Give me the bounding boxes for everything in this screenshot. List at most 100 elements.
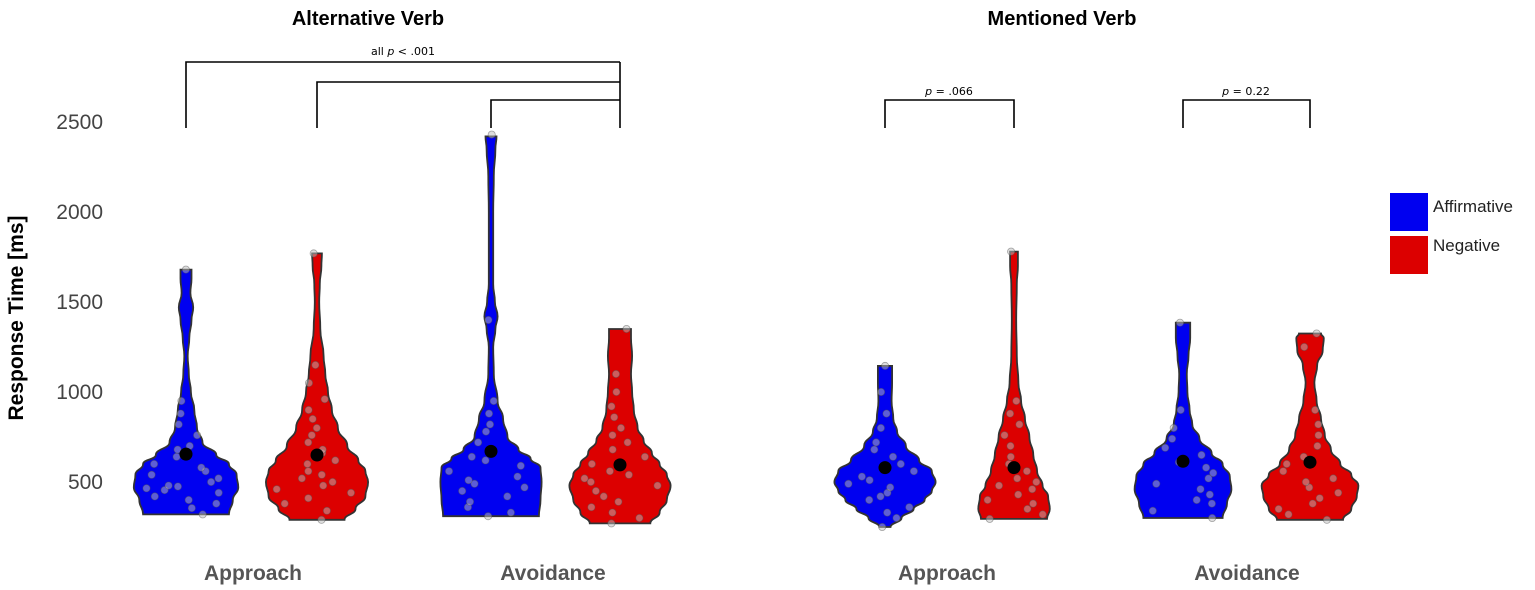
data-point — [184, 495, 193, 504]
data-point — [322, 506, 331, 515]
data-point — [484, 512, 493, 521]
data-point — [612, 369, 621, 378]
data-point — [198, 510, 207, 519]
data-point — [865, 476, 874, 485]
data-point — [1308, 499, 1317, 508]
data-point — [586, 477, 595, 486]
significance-brackets — [185, 61, 1311, 128]
data-point — [1029, 499, 1038, 508]
data-point — [608, 508, 617, 517]
data-point — [617, 423, 626, 432]
mean-marker — [1007, 461, 1021, 475]
y-tick-label: 500 — [68, 471, 103, 494]
data-point — [212, 499, 221, 508]
violin-approach-negative — [264, 252, 370, 521]
data-point — [1000, 431, 1009, 440]
violin-avoidance-affirmative — [439, 135, 543, 518]
data-point — [1012, 396, 1021, 405]
data-point — [905, 503, 914, 512]
data-point — [272, 485, 281, 494]
data-point — [865, 495, 874, 504]
data-point — [995, 481, 1004, 490]
data-point — [1313, 441, 1322, 450]
data-point — [909, 467, 918, 476]
violin-avoidance-affirmative — [1133, 321, 1233, 519]
mean-marker — [1176, 454, 1190, 468]
legend: Affirmative Negative — [1390, 193, 1513, 274]
data-point — [304, 494, 313, 503]
y-tick-label: 2500 — [56, 111, 103, 134]
data-point — [608, 431, 617, 440]
data-point — [881, 361, 890, 370]
data-point — [1322, 515, 1331, 524]
data-point — [876, 492, 885, 501]
data-point — [304, 438, 313, 447]
data-point — [458, 486, 467, 495]
data-point — [1176, 318, 1185, 327]
data-point — [870, 445, 879, 454]
data-point — [484, 409, 493, 418]
data-point — [1314, 420, 1323, 429]
data-point — [1006, 441, 1015, 450]
data-point — [464, 476, 473, 485]
data-point — [303, 459, 312, 468]
y-tick-label: 2000 — [56, 201, 103, 224]
data-point — [311, 360, 320, 369]
data-point — [623, 438, 632, 447]
data-point — [889, 452, 898, 461]
data-point — [878, 523, 887, 532]
y-tick-label: 1500 — [56, 291, 103, 314]
data-point — [1314, 431, 1323, 440]
data-point — [640, 452, 649, 461]
data-point — [1168, 434, 1177, 443]
data-point — [142, 484, 151, 493]
data-point — [307, 431, 316, 440]
data-point — [1007, 247, 1016, 256]
significance-label-mentioned-approach: p = .066 — [924, 85, 973, 98]
data-point — [605, 467, 614, 476]
data-point — [481, 427, 490, 436]
data-point — [607, 402, 616, 411]
category-label-approach-mentioned: Approach — [898, 562, 996, 585]
legend-swatch-affirmative — [1390, 193, 1428, 231]
data-point — [319, 481, 328, 490]
data-point — [467, 452, 476, 461]
data-point — [304, 405, 313, 414]
data-point — [653, 481, 662, 490]
data-point — [444, 467, 453, 476]
data-point — [489, 396, 498, 405]
data-point — [872, 438, 881, 447]
data-point — [328, 477, 337, 486]
data-point — [599, 492, 608, 501]
data-point — [983, 495, 992, 504]
data-point — [892, 514, 901, 523]
violin-avoidance-negative — [1260, 332, 1360, 521]
data-point — [1161, 443, 1170, 452]
mean-marker — [878, 461, 892, 475]
data-point — [308, 414, 317, 423]
data-point — [516, 461, 525, 470]
bracket-approach-negative — [316, 81, 620, 128]
data-point — [1148, 506, 1157, 515]
data-point — [506, 508, 515, 517]
mean-marker — [1303, 455, 1317, 469]
data-point — [1312, 329, 1321, 338]
data-point — [174, 420, 183, 429]
data-point — [587, 459, 596, 468]
data-point — [1334, 488, 1343, 497]
category-label-approach-alternative: Approach — [204, 562, 302, 585]
mean-marker — [613, 458, 627, 472]
data-point — [1300, 342, 1309, 351]
data-point — [150, 459, 159, 468]
data-point — [587, 503, 596, 512]
data-point — [883, 508, 892, 517]
significance-label-alternative: all p < .001 — [371, 45, 435, 58]
data-point — [280, 499, 289, 508]
data-point — [591, 486, 600, 495]
data-point — [1196, 485, 1205, 494]
data-point — [1315, 494, 1324, 503]
data-point — [317, 470, 326, 479]
violin-approach-affirmative — [132, 268, 240, 516]
